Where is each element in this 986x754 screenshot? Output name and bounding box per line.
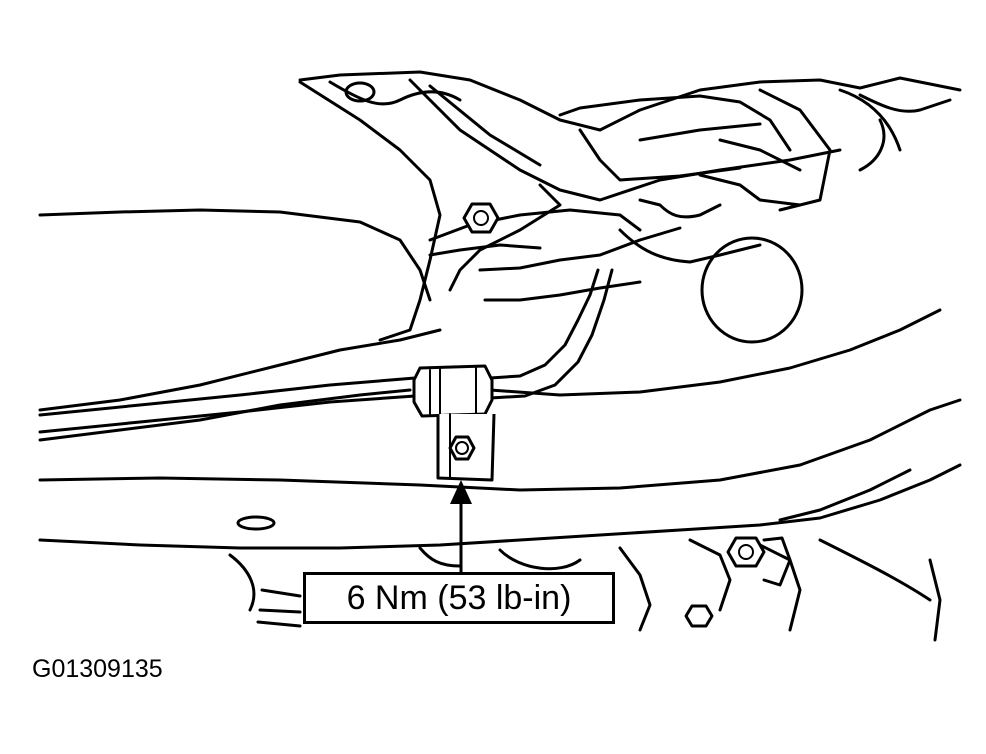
lower-right-bolt-icon[interactable]	[726, 536, 792, 587]
access-hole	[700, 236, 804, 344]
stabilizer-bushing	[412, 364, 494, 418]
stabilizer-bar	[38, 268, 614, 434]
lower-components	[228, 538, 942, 642]
upper-bolt-icon[interactable]	[462, 202, 500, 234]
torque-label: 6 Nm (53 lb-in)	[346, 578, 572, 617]
floor-panel	[38, 80, 442, 442]
lower-small-bolt-icon[interactable]	[684, 604, 714, 628]
torque-callout-box: 6 Nm (53 lb-in)	[303, 572, 615, 624]
crossmember	[38, 308, 962, 550]
bracket-bolt-icon[interactable]	[448, 435, 476, 461]
callout-arrow	[450, 480, 472, 572]
figure-id: G01309135	[32, 655, 163, 683]
upper-body-structure	[298, 70, 962, 302]
